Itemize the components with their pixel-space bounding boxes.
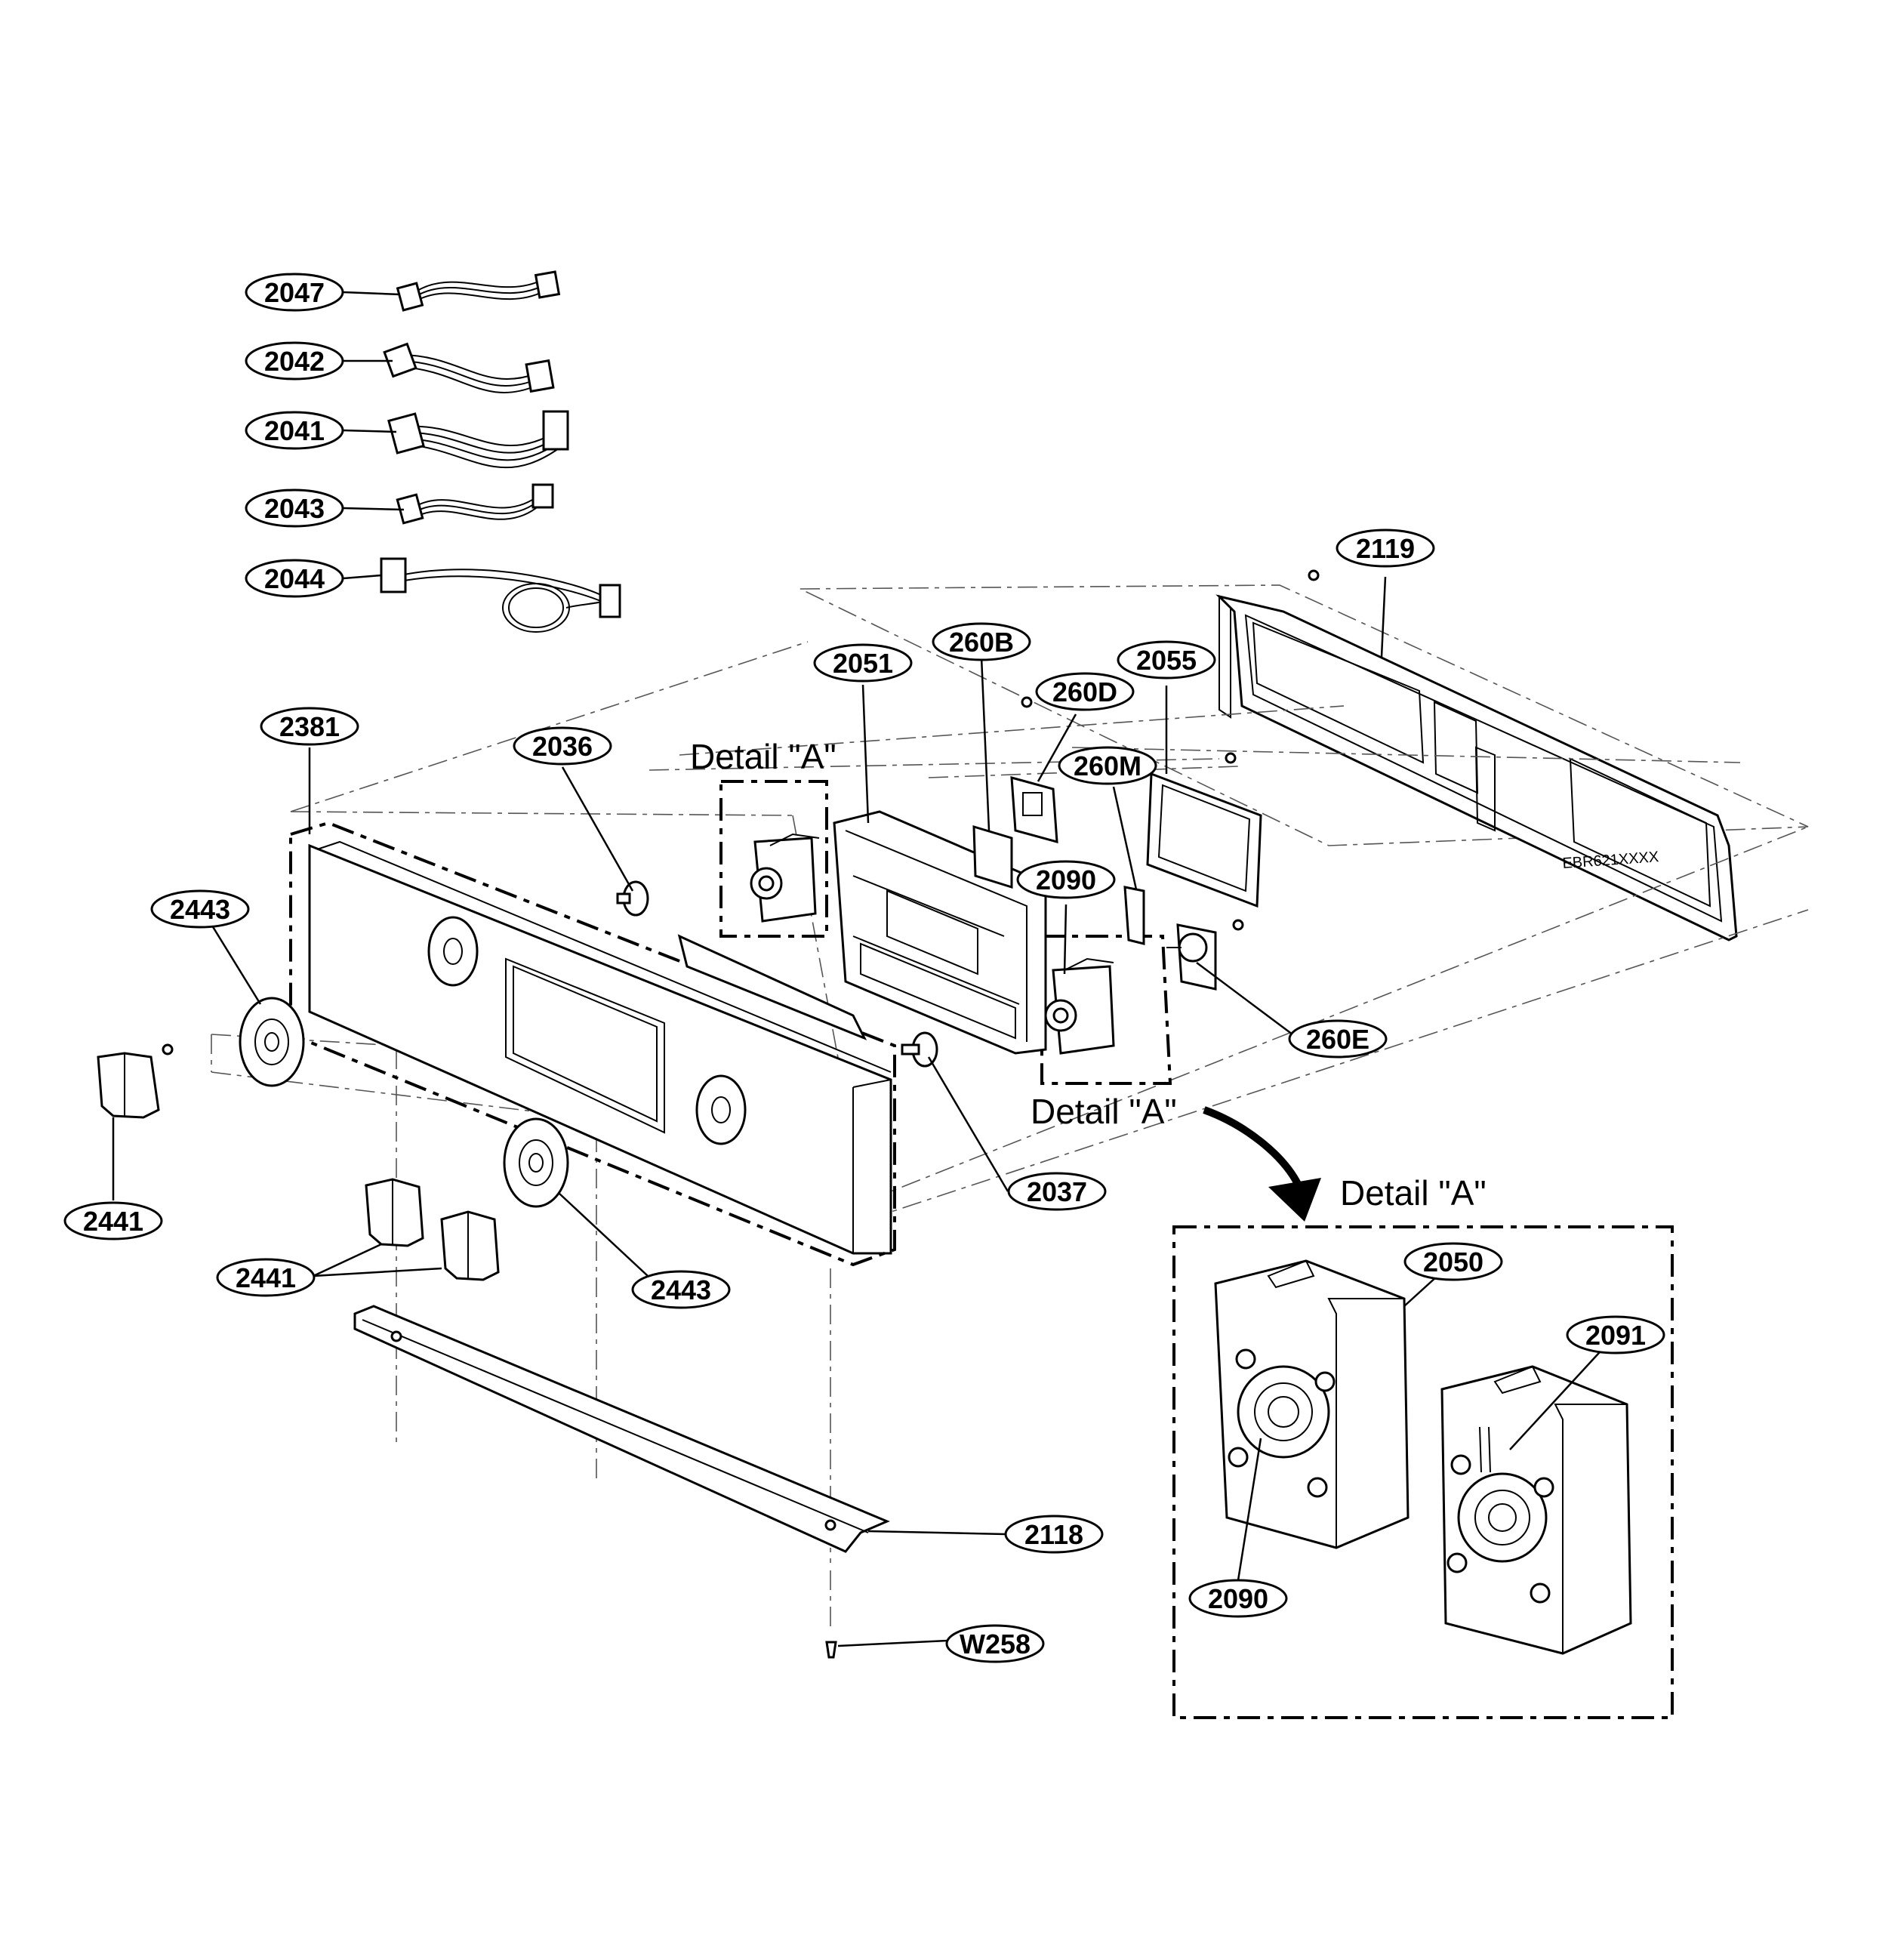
callout-260e: 260E [1288,1019,1388,1059]
knob-2441-c [440,1210,500,1281]
callout-2051: 2051 [813,643,913,683]
callout-2055: 2055 [1117,640,1216,680]
control-panel-2381 [308,840,892,1255]
svg-text:2036: 2036 [532,731,593,762]
svg-text:2381: 2381 [279,711,340,742]
svg-text:2091: 2091 [1585,1320,1646,1351]
wire-harness-2044 [380,557,621,633]
svg-text:2050: 2050 [1423,1247,1483,1277]
knob-ring-2443-left [239,997,305,1087]
svg-text:2090: 2090 [1036,864,1096,895]
callout-w258: W258 [945,1624,1045,1663]
detail-a-arrowhead [1268,1178,1321,1222]
callout-2119: 2119 [1336,529,1435,568]
svg-text:2441: 2441 [83,1206,143,1237]
shaft-2036 [616,880,649,917]
svg-text:260E: 260E [1306,1024,1369,1055]
svg-text:2119: 2119 [1356,533,1415,564]
svg-text:2443: 2443 [170,894,230,925]
board-260d [1010,775,1058,844]
svg-text:260D: 260D [1052,676,1117,707]
callout-2381: 2381 [260,707,359,746]
display-2055 [1146,772,1262,908]
svg-text:2043: 2043 [264,493,325,524]
detail-a-label-box: Detail "A" [1340,1173,1487,1213]
callout-260d: 260D [1035,672,1135,711]
svg-text:2044: 2044 [264,563,325,594]
callout-2044: 2044 [245,559,344,598]
svg-text:260M: 260M [1074,750,1141,781]
detail-a-label-top: Detail "A" [690,737,836,776]
callout-2047: 2047 [245,273,344,312]
callout-2443-left: 2443 [150,889,250,929]
callout-2090-main: 2090 [1016,860,1116,899]
svg-text:2441: 2441 [236,1262,296,1293]
knob-2441-b [365,1178,424,1247]
callout-260b: 260B [932,622,1031,661]
screw-small [162,1043,174,1056]
encoder-upper [750,833,820,923]
housing-2051 [833,810,1047,1055]
board-260b [972,696,1033,889]
svg-text:2090: 2090 [1208,1583,1268,1614]
detail-a-label-mid: Detail "A" [1031,1092,1177,1131]
callout-2036: 2036 [513,726,612,766]
callout-2441-single: 2441 [63,1201,163,1240]
callout-2042: 2042 [245,341,344,381]
shaft-2037 [901,1031,938,1068]
callout-2118: 2118 [1004,1515,1104,1554]
leader-lines [112,291,1616,1647]
callout-2090-detail: 2090 [1188,1579,1288,1618]
callout-2043: 2043 [245,488,344,528]
knob-2441-a [97,1052,160,1119]
encoder-2050-large [1214,1259,1410,1549]
svg-text:2118: 2118 [1024,1519,1083,1550]
wire-harness-2047 [396,270,561,312]
svg-text:2051: 2051 [833,648,893,679]
svg-text:2042: 2042 [264,346,325,377]
svg-text:2055: 2055 [1136,645,1197,676]
callout-260m: 260M [1058,746,1157,785]
svg-text:2443: 2443 [651,1274,711,1305]
encoder-260e [1166,919,1244,991]
callout-2441-pair: 2441 [216,1258,316,1297]
bottom-bracket-2118 [353,1305,890,1553]
detail-a-box [1172,1225,1674,1719]
svg-text:2047: 2047 [264,277,325,308]
detail-a-arrow [1203,1106,1302,1188]
wire-harness-2043 [396,483,554,525]
svg-text:2041: 2041 [264,415,325,446]
wire-harness-2042 [383,342,555,393]
svg-text:2037: 2037 [1027,1176,1087,1207]
svg-text:W258: W258 [960,1629,1031,1660]
wire-harness-2041 [387,410,569,469]
board-260m [1123,886,1145,945]
rear-bracket-2119: EBR621XXXX [799,569,1809,941]
screw-w258 [825,1641,837,1659]
callout-2050: 2050 [1403,1242,1503,1281]
callout-2091: 2091 [1566,1315,1665,1354]
encoder-lower [1044,957,1115,1055]
callout-2041: 2041 [245,411,344,450]
knob-ring-2443-right [503,1117,569,1208]
callout-2443-right: 2443 [631,1270,731,1309]
encoder-2091-large [1440,1365,1632,1655]
callout-2037: 2037 [1007,1172,1107,1211]
svg-text:260B: 260B [949,627,1014,658]
display-window [677,934,867,1040]
